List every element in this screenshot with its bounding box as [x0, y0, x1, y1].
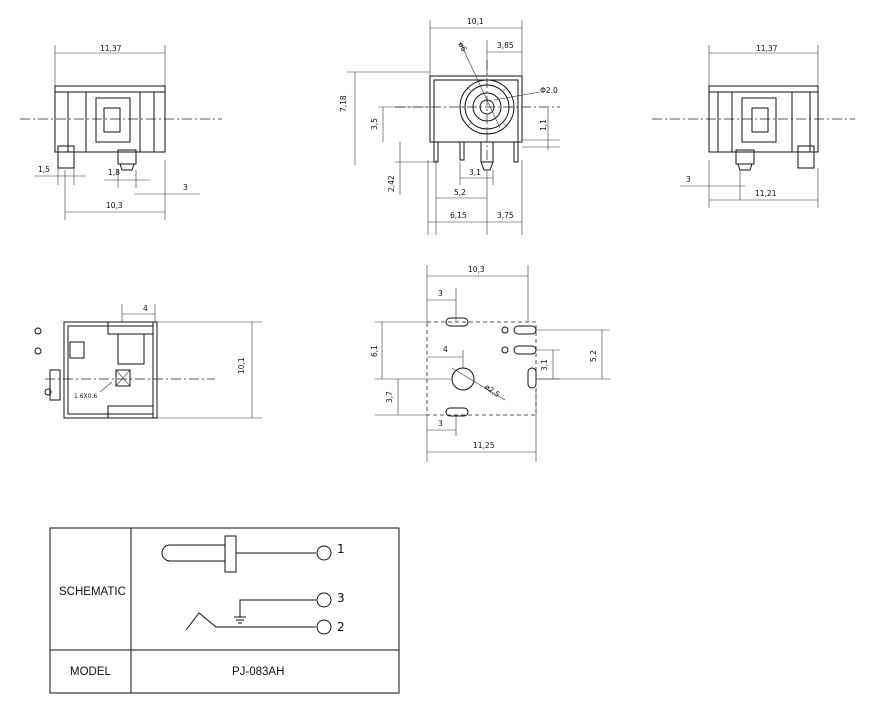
pin-1-terminal [316, 545, 332, 561]
dim-bl-4: 4 [143, 304, 148, 313]
side-view: 10,1 3,85 7,18 3,5 ø6 Φ2.0 [339, 17, 560, 235]
model-value: PJ-083AH [232, 666, 284, 678]
pin-1-label: 1 [337, 542, 345, 556]
schematic-label: SCHEMATIC [59, 586, 126, 598]
dim-center-11: 1,1 [539, 119, 548, 131]
pin-2-terminal [316, 619, 332, 635]
dim-center-phi2: Φ2.0 [540, 86, 558, 95]
dim-front-bottom: 10,3 [106, 201, 123, 210]
dim-center-width: 10,1 [467, 17, 484, 26]
top-view: 4 10,1 1.6X0.6 [34, 304, 262, 419]
dim-pcb-phi25: ø2,5 [483, 382, 502, 399]
dim-center-35: 3,5 [370, 118, 379, 130]
dim-bl-hole: 1.6X0.6 [74, 393, 97, 400]
dim-bl-101: 10,1 [237, 357, 246, 374]
dim-pcb-52: 5,2 [589, 350, 598, 362]
pin-3-terminal [316, 592, 332, 608]
dim-right-3: 3 [686, 175, 691, 184]
pin-3-label: 3 [337, 591, 345, 605]
pin-2-label: 2 [337, 620, 345, 634]
dim-center-375: 3,75 [497, 211, 514, 220]
dim-pcb-3a: 3 [438, 289, 443, 298]
dim-center-height: 7,18 [339, 95, 348, 112]
dim-right-width: 11,37 [756, 44, 778, 53]
dim-front-pin2: 1,8 [108, 168, 120, 177]
dim-pcb-37: 3,7 [385, 391, 394, 403]
dim-center-242: 2,42 [387, 175, 396, 192]
front-view: 11,37 1,5 1,8 3 10,3 [20, 44, 222, 220]
dim-pcb-1125: 11,25 [473, 441, 495, 450]
dim-center-52: 5,2 [454, 188, 466, 197]
dim-center-31: 3,1 [469, 168, 481, 177]
dim-front-width: 11,37 [100, 44, 122, 53]
dim-pcb-103: 10,3 [468, 265, 485, 274]
dim-center-385: 3,85 [497, 41, 514, 50]
dim-pcb-31: 3,1 [540, 359, 549, 371]
pcb-layout: 10,3 3 ø2,5 4 6,1 3,7 3 [370, 265, 610, 462]
dim-pcb-61: 6,1 [370, 345, 379, 357]
dim-center-phi6: ø6 [456, 41, 469, 54]
schematic-symbol: 1 3 2 [161, 535, 345, 635]
dim-center-615: 6,15 [450, 211, 467, 220]
dim-pcb-4: 4 [443, 345, 448, 354]
dim-front-pin3: 3 [183, 183, 188, 192]
dim-front-pin1: 1,5 [38, 165, 50, 174]
dim-pcb-3b: 3 [438, 419, 443, 428]
rear-view: 11,37 3 11,21 [652, 44, 855, 208]
dim-right-1121: 11,21 [755, 189, 777, 198]
schematic-table: SCHEMATIC MODEL PJ-083AH 1 3 2 [49, 527, 400, 694]
bl-pin-markers [34, 327, 52, 396]
model-label: MODEL [70, 666, 112, 678]
